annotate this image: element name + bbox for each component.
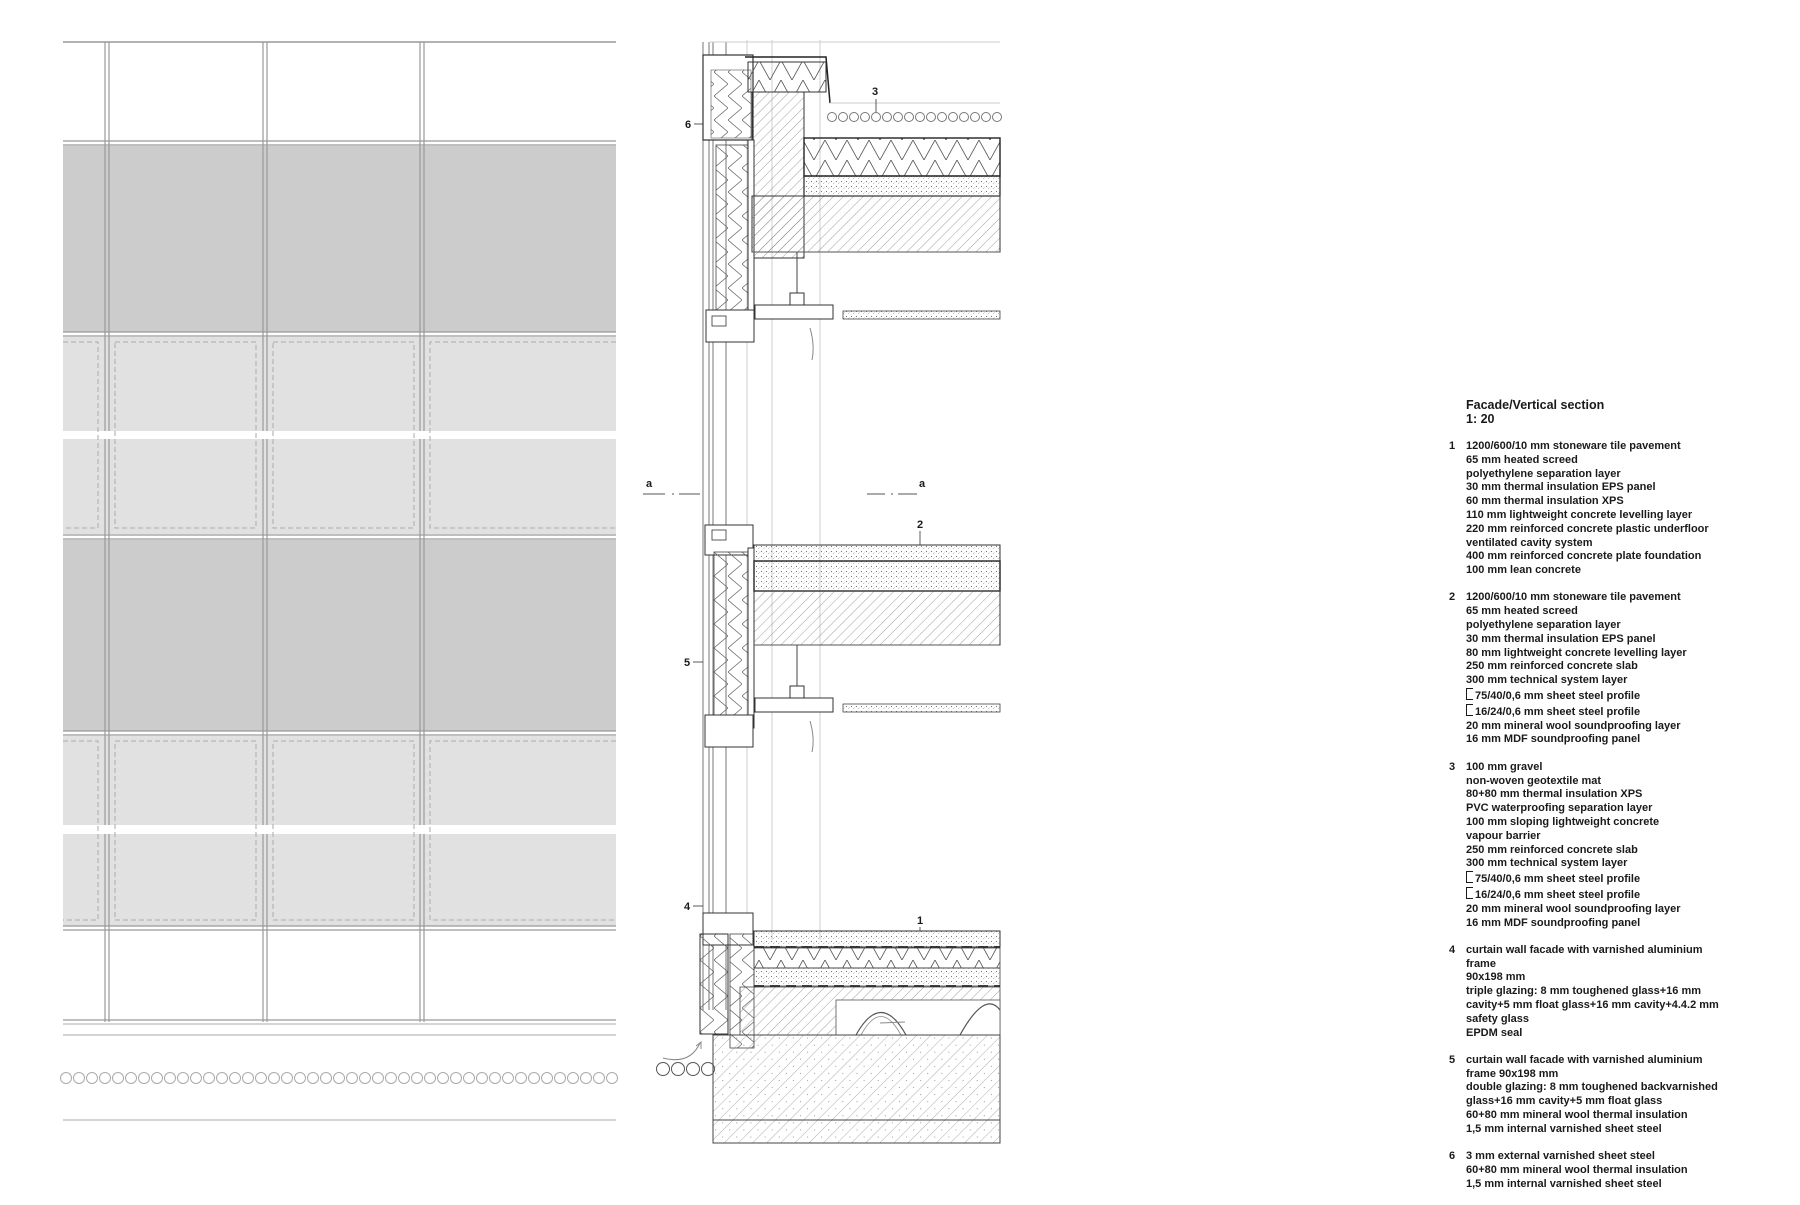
legend-item: 4 curtain wall facade with varnished alum… <box>1449 944 1789 1041</box>
legend-line: 1,5 mm internal varnished sheet steel <box>1466 1122 1662 1135</box>
vertical-section: 6 3 a a 2 5 4 1 <box>643 40 1002 1144</box>
drawing-scale: 1: 20 <box>1466 412 1495 426</box>
drawing-title: Facade/Vertical section <box>1466 398 1605 412</box>
legend-item-number: 5 <box>1449 1053 1456 1066</box>
legend-line: 220 mm reinforced concrete plastic under… <box>1466 522 1709 535</box>
legend-line: non-woven geotextile mat <box>1466 774 1602 787</box>
legend-line: curtain wall facade with varnished alumi… <box>1466 943 1703 956</box>
callout-4: 4 <box>684 901 691 913</box>
legend-line: 100 mm lean concrete <box>1466 564 1581 577</box>
legend-item-number: 1 <box>1449 440 1456 452</box>
legend-line: 300 mm technical system layer <box>1466 857 1628 870</box>
c-profile-icon <box>1466 703 1473 716</box>
floor-2-layers <box>753 544 1001 713</box>
legend-line: 16/24/0,6 mm sheet steel profile <box>1466 886 1681 903</box>
legend-item: 5 curtain wall facade with varnished alum… <box>1449 1054 1789 1137</box>
legend-line: polyethylene separation layer <box>1466 619 1621 632</box>
legend-item-lines: curtain wall facade with varnished alumi… <box>1466 944 1719 1041</box>
legend-line: frame 90x198 mm <box>1466 1067 1559 1080</box>
legend-line: 1,5 mm internal varnished sheet steel <box>1466 1177 1662 1190</box>
legend-line: vapour barrier <box>1466 829 1541 842</box>
callout-6: 6 <box>685 119 691 131</box>
cut-label-left: a <box>646 478 653 490</box>
facade-elevation <box>60 41 618 1121</box>
legend-line: 300 mm technical system layer <box>1466 674 1628 687</box>
legend-item-number: 2 <box>1449 591 1456 604</box>
legend-item-number: 6 <box>1449 1150 1456 1163</box>
legend-line: 80 mm lightweight concrete levelling lay… <box>1466 646 1687 659</box>
legend-line: 60+80 mm mineral wool thermal insulation <box>1466 1109 1688 1122</box>
legend-line: cavity+5 mm float glass+16 mm cavity+4.4… <box>1466 998 1719 1011</box>
gravel-circles-section <box>656 1062 715 1076</box>
legend-line: 75/40/0,6 mm sheet steel profile <box>1466 688 1687 704</box>
legend-line: 400 mm reinforced concrete plate foundat… <box>1466 550 1702 563</box>
legend-line: double glazing: 8 mm toughened backvarni… <box>1466 1081 1718 1094</box>
airflow-arrow-icon <box>662 327 906 1061</box>
floor-1-layers <box>712 930 1001 1144</box>
legend-line: 30 mm thermal insulation EPS panel <box>1466 632 1656 645</box>
legend-line: EPDM seal <box>1466 1026 1523 1039</box>
legend-item-number: 3 <box>1449 760 1456 773</box>
legend-line-text: 75/40/0,6 mm sheet steel profile <box>1475 690 1641 703</box>
legend-line: 100 mm sloping lightweight concrete <box>1466 815 1660 828</box>
legend-line-text: 16/24/0,6 mm sheet steel profile <box>1475 888 1641 901</box>
legend-line: 75/40/0,6 mm sheet steel profile <box>1466 871 1681 887</box>
callout-2: 2 <box>917 519 923 531</box>
legend-line: 1200/600/10 mm stoneware tile pavement <box>1466 440 1681 452</box>
legend-line: 30 mm thermal insulation EPS panel <box>1466 481 1656 494</box>
legend-line: safety glass <box>1466 1012 1529 1025</box>
legend-line-text: 75/40/0,6 mm sheet steel profile <box>1475 873 1641 886</box>
c-profile-icon <box>1466 886 1473 899</box>
callout-labels: 6 3 a a 2 5 4 1 <box>646 86 926 931</box>
legend-item-lines: curtain wall facade with varnished alumi… <box>1466 1054 1718 1137</box>
legend-line: 65 mm heated screed <box>1466 453 1578 466</box>
legend-line: polyethylene separation layer <box>1466 467 1621 480</box>
c-profile-icon <box>1466 871 1473 884</box>
c-profile-icon <box>1466 688 1473 701</box>
legend: Facade/Vertical section 1: 20 1 1200/600/… <box>1449 398 1789 1205</box>
callout-5: 5 <box>684 657 690 669</box>
legend-line: 16 mm MDF soundproofing panel <box>1466 916 1641 929</box>
legend-line: 250 mm reinforced concrete slab <box>1466 843 1638 856</box>
legend-line: curtain wall facade with varnished alumi… <box>1466 1053 1703 1066</box>
cut-label-right: a <box>919 478 926 490</box>
legend-line: 250 mm reinforced concrete slab <box>1466 660 1638 673</box>
callout-3: 3 <box>872 86 878 98</box>
callout-1: 1 <box>917 915 923 927</box>
legend-line: 80+80 mm thermal insulation XPS <box>1466 788 1643 801</box>
legend-line: PVC waterproofing separation layer <box>1466 802 1653 815</box>
legend-line: 1200/600/10 mm stoneware tile pavement <box>1466 591 1681 604</box>
legend-line: frame <box>1466 957 1496 970</box>
roof-layers <box>751 102 1002 320</box>
legend-line: 16/24/0,6 mm sheet steel profile <box>1466 703 1687 720</box>
legend-line: 65 mm heated screed <box>1466 605 1578 618</box>
legend-line: ventilated cavity system <box>1466 536 1593 549</box>
legend-line: 20 mm mineral wool soundproofing layer <box>1466 719 1681 732</box>
legend-line: 100 mm gravel <box>1466 760 1543 773</box>
gravel-circles-elevation <box>60 1072 618 1084</box>
legend-line: 90x198 mm <box>1466 971 1526 984</box>
legend-line: 20 mm mineral wool soundproofing layer <box>1466 902 1681 915</box>
legend-line: 16 mm MDF soundproofing panel <box>1466 733 1641 746</box>
legend-line-text: 16/24/0,6 mm sheet steel profile <box>1475 705 1641 718</box>
legend-item-number: 4 <box>1449 943 1456 956</box>
legend-line: 60 mm thermal insulation XPS <box>1466 495 1624 508</box>
legend-line: 3 mm external varnished sheet steel <box>1466 1150 1655 1163</box>
legend-line: glass+16 mm cavity+5 mm float glass <box>1466 1095 1663 1108</box>
legend-line: 110 mm lightweight concrete levelling la… <box>1466 508 1693 521</box>
legend-line: 60+80 mm mineral wool thermal insulation <box>1466 1163 1688 1176</box>
legend-line: triple glazing: 8 mm toughened glass+16 … <box>1466 985 1702 998</box>
